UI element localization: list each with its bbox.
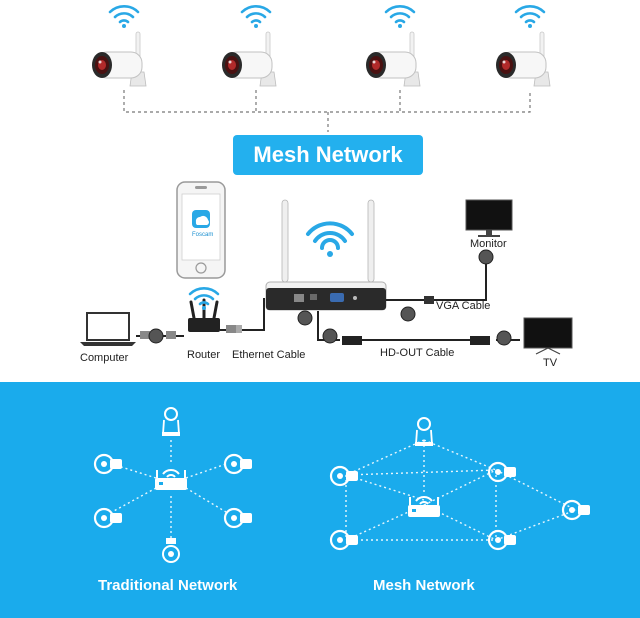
nvr-wifi-icon bbox=[306, 221, 354, 257]
page-title: Mesh Network bbox=[233, 135, 423, 175]
tv-icon bbox=[523, 317, 573, 355]
wifi-icon bbox=[108, 4, 140, 30]
app-label: Foscam bbox=[192, 232, 214, 238]
tv-label: TV bbox=[543, 357, 558, 369]
ethernet-cable-label: Ethernet Cable bbox=[232, 349, 306, 361]
camera-icon bbox=[495, 31, 551, 87]
camera-icon bbox=[365, 31, 421, 87]
network-comparison-area bbox=[0, 382, 640, 618]
hdout-cable-label: HD-OUT Cable bbox=[380, 347, 455, 359]
monitor-icon bbox=[465, 199, 513, 237]
camera-link-line bbox=[123, 90, 531, 132]
setup-diagram bbox=[80, 4, 573, 355]
wifi-icon bbox=[514, 4, 546, 30]
nvr-recorder-icon bbox=[265, 199, 387, 311]
wifi-icon bbox=[240, 4, 272, 30]
cable-connectors bbox=[140, 296, 490, 345]
camera-icon bbox=[221, 31, 277, 87]
port-indicators bbox=[148, 249, 512, 346]
router-icon bbox=[188, 298, 220, 332]
computer-label: Computer bbox=[80, 352, 129, 364]
computer-icon bbox=[80, 312, 136, 346]
phone-icon bbox=[176, 181, 226, 279]
monitor-label: Monitor bbox=[470, 238, 507, 250]
vga-cable-label: VGA Cable bbox=[436, 300, 491, 312]
router-label: Router bbox=[187, 349, 221, 361]
wifi-icon bbox=[384, 4, 416, 30]
traditional-network-label: Traditional Network bbox=[98, 577, 238, 594]
mesh-network-label: Mesh Network bbox=[373, 577, 475, 594]
camera-icon bbox=[91, 31, 147, 87]
